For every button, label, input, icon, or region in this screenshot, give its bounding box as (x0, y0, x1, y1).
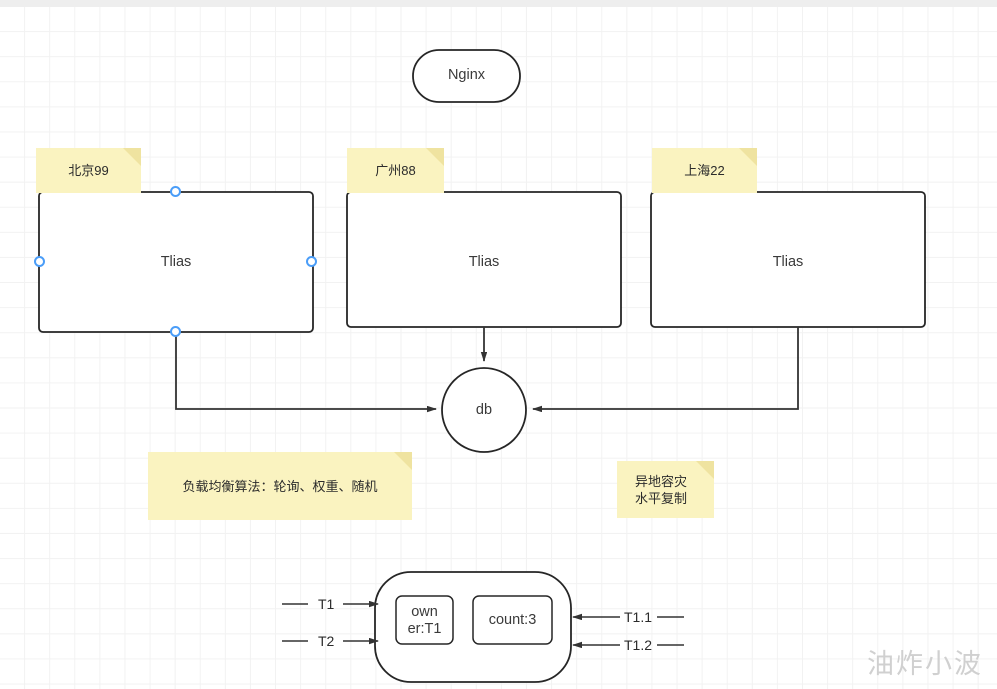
edge-label-t2: T2 (318, 633, 335, 649)
sticky-note-guangzhou-text: 广州88 (375, 163, 416, 178)
sticky-note-disaster-recovery[interactable]: 异地容灾 水平复制 (617, 461, 714, 518)
sticky-note-load-balancing[interactable]: 负载均衡算法：轮询、权重、随机 (148, 452, 412, 520)
edge-label-t1: T1 (318, 596, 335, 612)
note-fold-corner-icon (696, 461, 714, 479)
server-guangzhou-shape[interactable] (346, 191, 622, 328)
edge-label-t1-2: T1.2 (624, 637, 653, 653)
nginx-node-shape[interactable] (412, 49, 521, 103)
edge-label-t1-1: T1.1 (624, 609, 653, 625)
database-node-shape[interactable] (441, 367, 527, 453)
note-fold-corner-icon (394, 452, 412, 470)
note-fold-corner-icon (426, 148, 444, 166)
selection-handle-bottom[interactable] (170, 326, 181, 337)
selection-handle-left[interactable] (34, 256, 45, 267)
lock-owner-box[interactable] (395, 595, 454, 645)
server-shanghai-shape[interactable] (650, 191, 926, 328)
sticky-note-load-balancing-text: 负载均衡算法：轮询、权重、随机 (182, 478, 378, 494)
note-fold-corner-icon (123, 148, 141, 166)
sticky-note-guangzhou[interactable]: 广州88 (347, 148, 444, 193)
sticky-note-beijing-text: 北京99 (68, 163, 109, 178)
sticky-note-shanghai[interactable]: 上海22 (652, 148, 757, 193)
lock-count-box[interactable] (472, 595, 553, 645)
watermark: 油炸小波 (867, 649, 983, 680)
sticky-note-dr-line1: 异地容灾 (635, 473, 688, 489)
server-beijing-shape[interactable] (38, 191, 314, 333)
selection-handle-right[interactable] (306, 256, 317, 267)
selection-handle-top[interactable] (170, 186, 181, 197)
canvas-top-strip (0, 0, 997, 7)
sticky-note-shanghai-text: 上海22 (684, 163, 725, 178)
sticky-note-dr-line2: 水平复制 (635, 490, 688, 506)
edge-shanghai-to-db[interactable] (532, 327, 799, 413)
edge-beijing-to-db[interactable] (175, 332, 437, 413)
sticky-note-beijing[interactable]: 北京99 (36, 148, 141, 193)
note-fold-corner-icon (739, 148, 757, 166)
